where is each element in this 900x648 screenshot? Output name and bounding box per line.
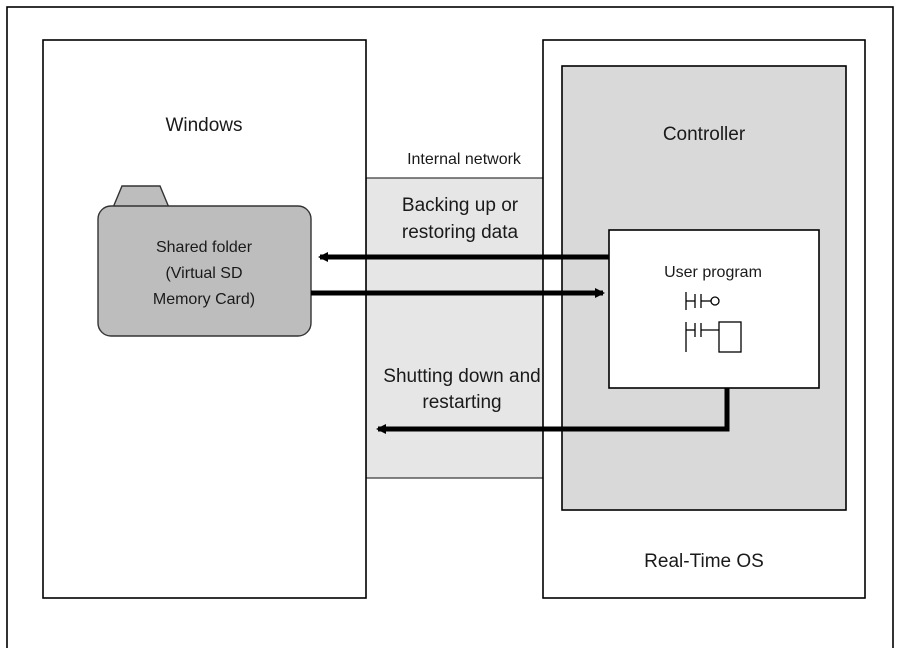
shutdown-label-line-2: restarting [422,392,501,413]
windows-label: Windows [165,115,242,136]
user-program-label: User program [664,264,762,281]
shared-folder-line-3: Memory Card) [153,291,255,308]
backup-label-line-1: Backing up or [402,195,519,216]
ladder-contact-block-icon [685,321,742,353]
shutdown-arrow [376,388,730,434]
backup-label-line-2: restoring data [402,222,519,243]
shared-folder-line-2: (Virtual SD [165,265,242,282]
shared-folder-icon [97,185,312,337]
controller-label: Controller [663,124,746,145]
shared-folder-line-1: Shared folder [156,239,253,256]
real-time-os-label: Real-Time OS [644,551,764,572]
shutdown-label-line-1: Shutting down and [383,366,540,387]
user-program-box [608,229,820,389]
internal-network-label: Internal network [407,151,522,168]
ladder-contact-coil-icon [685,292,720,310]
